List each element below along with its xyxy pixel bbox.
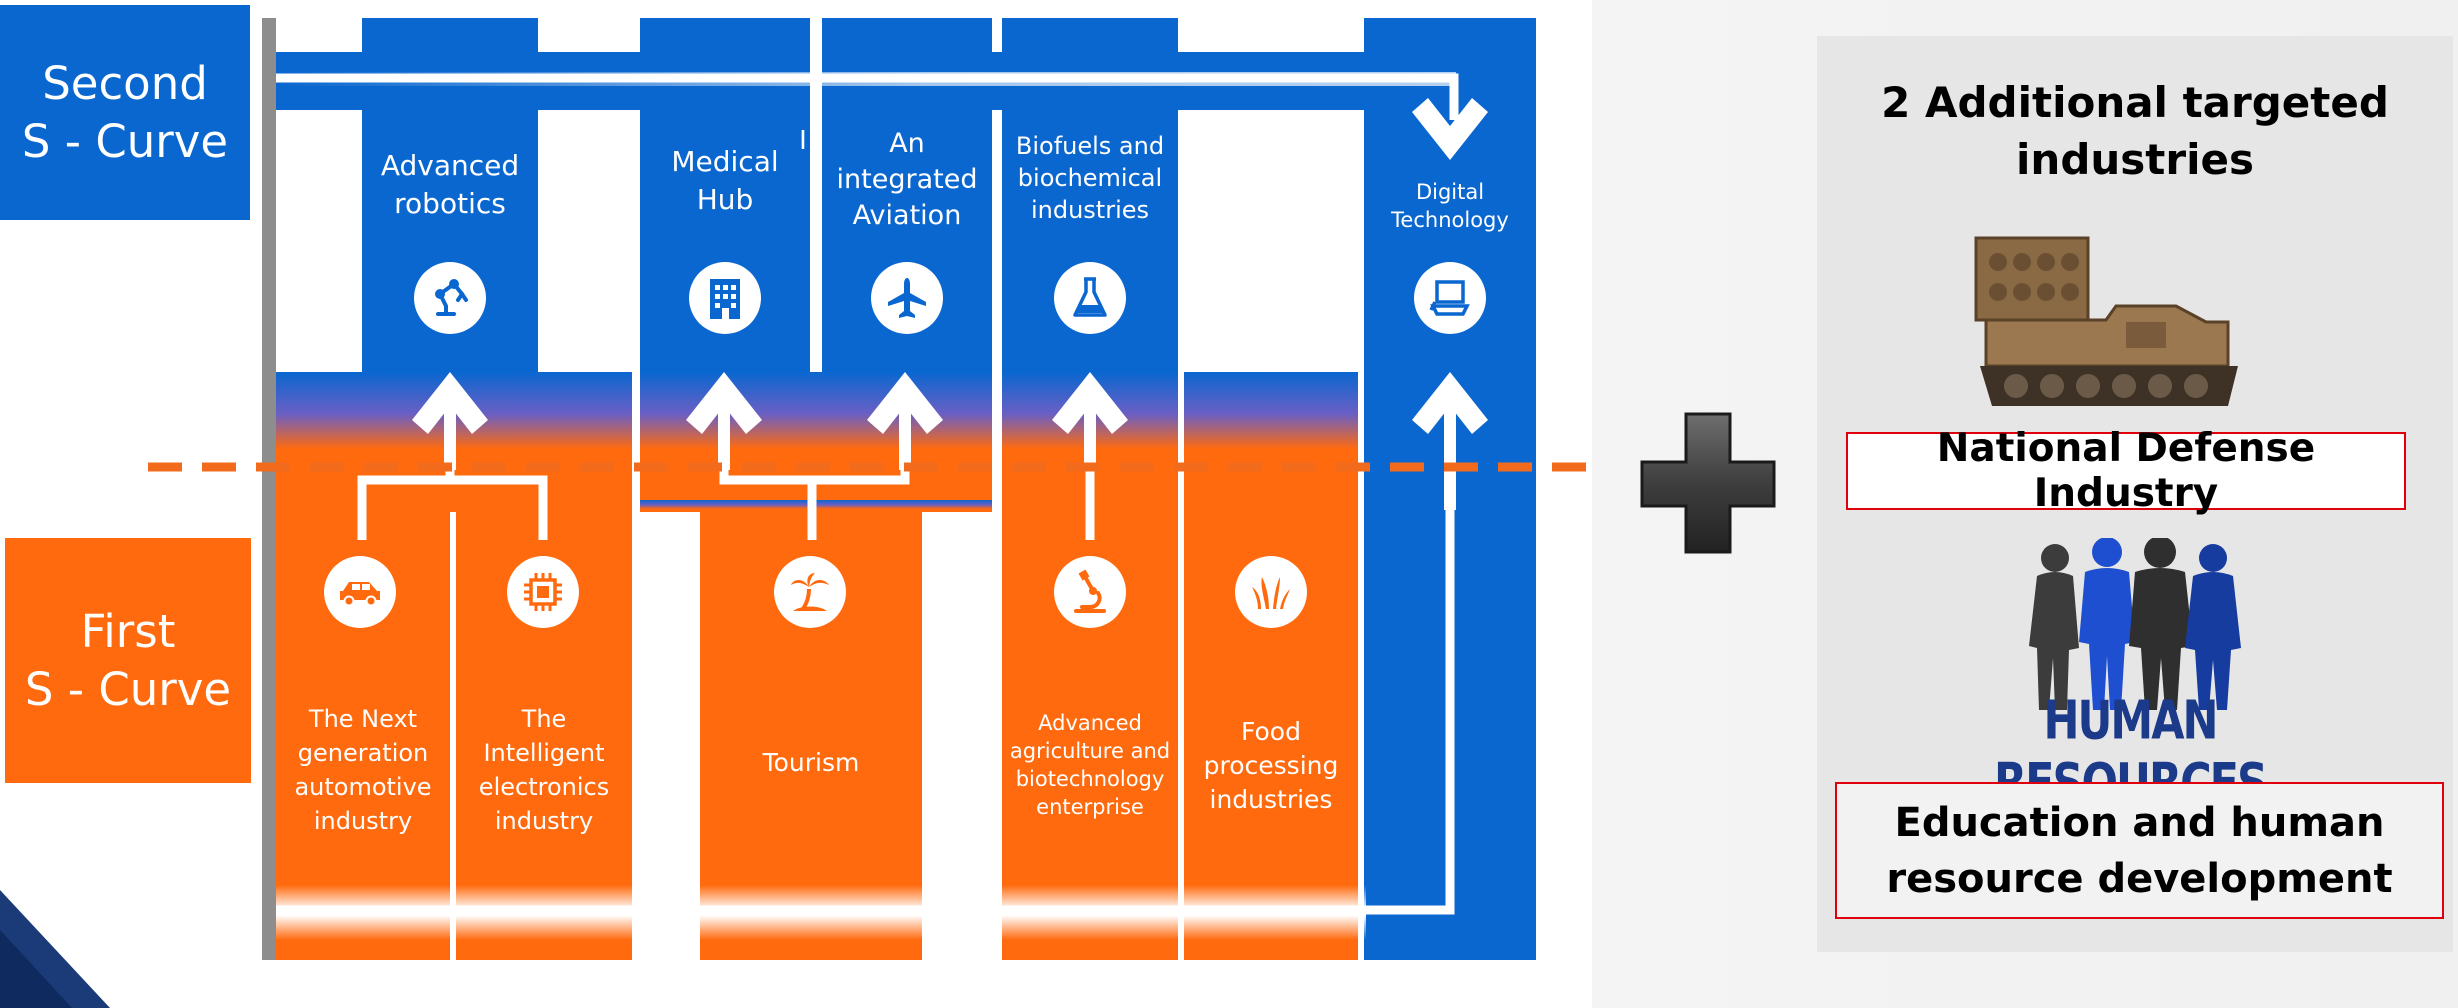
targeted-industries-title: 2 Additional targeted industries — [1881, 78, 2389, 184]
corner-decoration — [0, 890, 110, 1008]
plus-icon — [1640, 412, 1776, 554]
wheat-icon — [1235, 556, 1307, 628]
robot-arm-icon — [414, 262, 486, 334]
microscope-icon — [1054, 556, 1126, 628]
hospital-icon — [689, 262, 761, 334]
up-arrows — [412, 98, 1488, 510]
label-integrated-aviation: An integrated Aviation — [836, 128, 978, 231]
label-advanced-robotics: Advanced robotics — [380, 149, 520, 220]
education-hr-development-box: Education and human resource development — [1835, 782, 2444, 919]
label-medical-hub: Medical Hub — [671, 145, 779, 216]
label-electronics: The Intelligent electronics industry — [478, 705, 610, 835]
bottom-glow — [276, 885, 1366, 940]
first-s-curve-label: First S - Curve — [5, 538, 251, 783]
chip-icon — [507, 556, 579, 628]
label-food-processing: Food processing industries — [1203, 717, 1339, 814]
car-icon — [324, 556, 396, 628]
second-s-curve-label: Second S - Curve — [0, 5, 250, 220]
stray-character: I — [799, 126, 807, 156]
label-automotive: The Next generation automotive industry — [294, 705, 432, 835]
rocket-launcher-vehicle-image — [1974, 236, 2238, 406]
laptop-icon — [1414, 262, 1486, 334]
flask-icon — [1054, 262, 1126, 334]
national-defense-industry-box: National Defense Industry — [1846, 426, 2406, 516]
arrow-down-digital — [1412, 98, 1488, 160]
palm-tree-icon — [774, 556, 846, 628]
label-biofuels: Biofuels and biochemical industries — [1015, 132, 1165, 224]
left-axis-bar — [262, 18, 276, 960]
label-digital-technology: Digital Technology — [1391, 180, 1509, 232]
label-agriculture: Advanced agriculture and biotechnology e… — [1009, 711, 1171, 819]
label-tourism: Tourism — [762, 748, 860, 777]
people-silhouettes-image — [2029, 538, 2241, 710]
airplane-icon — [871, 262, 943, 334]
